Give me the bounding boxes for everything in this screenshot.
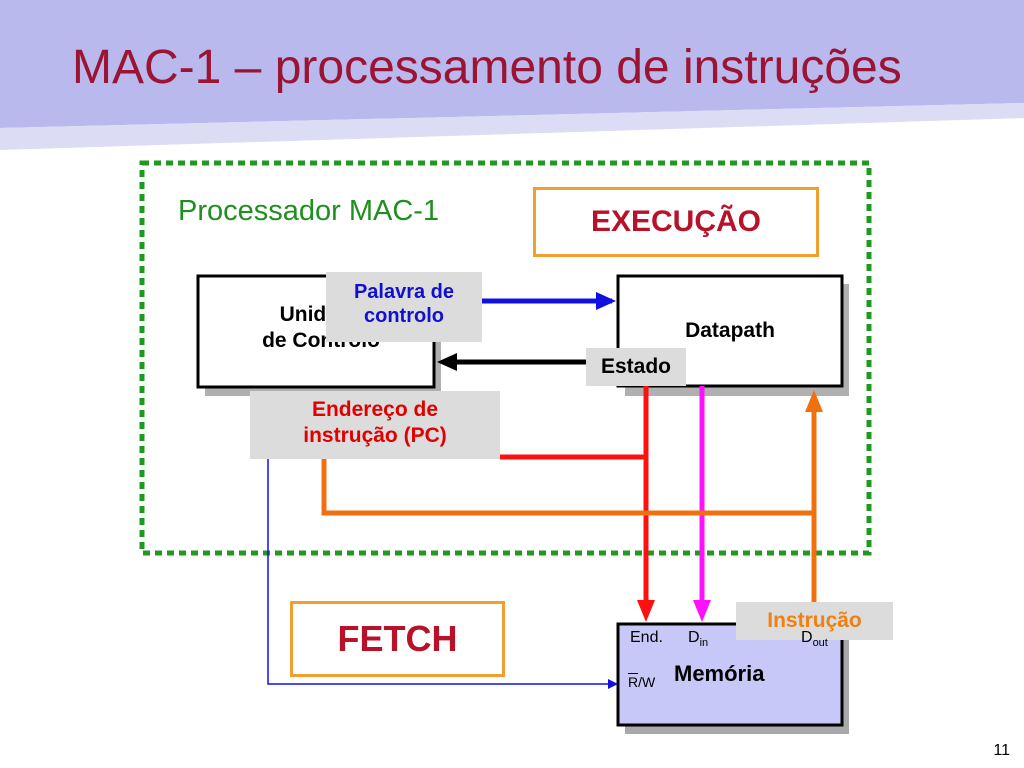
state-label: Estado xyxy=(600,355,671,378)
page-number: 11 xyxy=(993,742,1010,759)
memory-data-out-port: Dout xyxy=(801,629,828,649)
instruction-label: Instrução xyxy=(767,609,862,632)
memory-rw-r: R xyxy=(628,674,639,690)
memory-rw-rest: /W xyxy=(638,674,656,690)
control-word-arrowhead xyxy=(596,292,616,310)
memory-dout-sub: out xyxy=(812,637,828,650)
state-arrowhead xyxy=(437,353,457,371)
memory-dout-base: D xyxy=(801,629,813,646)
instruction-address-tag xyxy=(250,391,500,459)
execution-label: EXECUÇÃO xyxy=(590,205,762,238)
rw-arrowhead xyxy=(608,679,618,689)
memory-box xyxy=(616,622,844,727)
memory-address-port: End. xyxy=(630,629,663,646)
memory-din-sub: in xyxy=(699,637,709,650)
execution-phase-box: EXECUÇÃO xyxy=(533,187,819,257)
processor-boundary xyxy=(139,160,872,556)
instruction-address-line2: instrução (PC) xyxy=(303,423,447,447)
memory-data-in-port: Din xyxy=(688,629,708,649)
slide-title: MAC-1 – processamento de instruções xyxy=(72,41,902,94)
address-line xyxy=(500,454,649,602)
instruction-tag xyxy=(736,602,893,640)
instruction-arrowhead xyxy=(805,390,823,412)
instruction-address-label: Endereço de instrução (PC) xyxy=(250,397,500,448)
control-word-label: Palavra de controlo xyxy=(326,280,482,329)
state-tag xyxy=(586,348,686,386)
memory-label: Memória xyxy=(674,661,765,686)
processor-label: Processador MAC-1 xyxy=(178,195,440,227)
control-word-tag xyxy=(326,272,482,342)
rw-line xyxy=(267,459,612,685)
memory-rw-port: R/W xyxy=(628,674,655,690)
data-in-arrowhead xyxy=(693,600,711,622)
control-word-line1: Palavra de xyxy=(353,281,455,303)
title-band xyxy=(0,0,1024,150)
instruction-address-line1: Endereço de xyxy=(311,398,439,421)
address-arrowhead xyxy=(637,600,655,622)
instruction-branch xyxy=(321,459,814,516)
control-word-line2: controlo xyxy=(364,305,444,328)
fetch-phase-box: FETCH xyxy=(290,601,505,677)
memory-din-base: D xyxy=(688,629,700,646)
datapath-label: Datapath xyxy=(685,319,775,342)
fetch-label: FETCH xyxy=(337,618,458,659)
